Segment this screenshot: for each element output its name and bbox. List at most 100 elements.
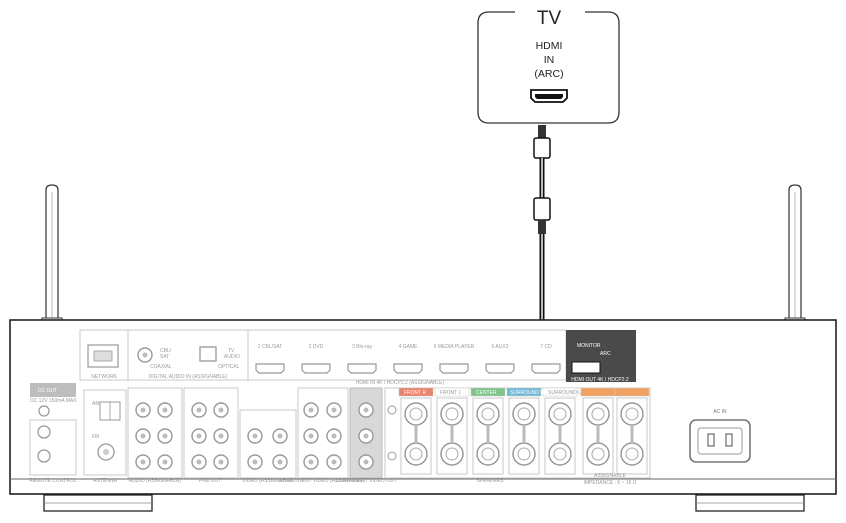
component-label: COMPONENT VIDEO (ASSIGNABLE) [279, 478, 365, 484]
tv-outline [477, 11, 620, 124]
surround-l-label: SURROUND L [548, 390, 581, 396]
speaker-terminal-inner [409, 407, 423, 421]
cable-boot-top [533, 137, 551, 159]
speaker-terminal-inner [625, 447, 639, 461]
speaker-terminal-inner [481, 447, 495, 461]
speaker-terminals [387, 387, 650, 475]
hdmi-in-label: HDMI IN 4K / HDCP2.2 (ASSIGNABLE) [356, 380, 445, 386]
am-label: AM [92, 401, 100, 407]
rca-jack-pin [162, 433, 168, 439]
pre-out-label: PRE OUT [199, 478, 221, 484]
hdmi-input-label: 2 DVD [309, 344, 324, 350]
rca-jack-pin [331, 433, 337, 439]
optical-mid: AUDIO [224, 354, 240, 360]
rca-jack-pin [162, 407, 168, 413]
cable-plug-mid [538, 220, 546, 234]
rca-jack-pin [363, 407, 369, 413]
speaker-channel-header [470, 387, 506, 397]
audio-label: AUDIO (ASSIGNABLE) [129, 478, 182, 484]
dc-out-sub: DC 12V 150mA MAX [30, 398, 77, 404]
speaker-terminal-inner [445, 407, 459, 421]
rca-jack-pin [218, 407, 224, 413]
speaker-terminal-inner [445, 447, 459, 461]
cable-boot-mid [533, 197, 551, 221]
rca-jacks [127, 387, 383, 479]
rca-jack-pin [140, 407, 146, 413]
hdmi-input-label: 5 MEDIA PLAYER [434, 344, 475, 350]
tv-hdmi-port-inner [535, 94, 563, 99]
rca-jack-pin [162, 459, 168, 465]
hdmi-input-label: 3 Blu-ray [352, 344, 373, 350]
monitor-label: MONITOR [577, 343, 601, 349]
speaker-channel-header [506, 387, 542, 397]
video-label: VIDEO (ASSIGNABLE) [242, 478, 294, 484]
hdmi-input-port [393, 363, 423, 374]
tv-port-label-3: (ARC) [534, 68, 563, 80]
hdmi-input-label: 6 AUX2 [492, 344, 509, 350]
rca-jack-pin [196, 407, 202, 413]
digital-audio-label: DIGITAL AUDIO IN (ASSIGNABLE) [149, 374, 228, 380]
optical-label: OPTICAL [218, 364, 240, 370]
rca-jack-pin [308, 407, 314, 413]
fm-label: FM [92, 434, 99, 440]
center-label: CENTER [476, 390, 497, 396]
hdmi-input-port [347, 363, 377, 374]
plus-marker-icon [387, 405, 397, 415]
optical-jack [199, 346, 217, 362]
speakers-label: SPEAKERS [477, 478, 505, 484]
assignable-label: ASSIGNABLE [594, 473, 626, 479]
tv-hdmi-port [530, 89, 568, 103]
rca-jack-pin [277, 433, 283, 439]
rca-jack-pin [277, 459, 283, 465]
speaker-channel-header [434, 387, 470, 397]
speaker-terminal-inner [625, 407, 639, 421]
tv: TV HDMI IN (ARC) [477, 8, 620, 124]
rca-jack-pin [140, 459, 146, 465]
coaxial-mid: SAT [160, 354, 169, 360]
rca-jack-pin [363, 433, 369, 439]
rca-jack-pin [331, 407, 337, 413]
hdmi-out-port [571, 361, 601, 374]
rca-jack-pin [196, 433, 202, 439]
front-r-label: FRONT R [404, 390, 427, 396]
dc-out-label: DC OUT [38, 388, 57, 394]
impedance-label: IMPEDANCE : 6 ~ 16 Ω [583, 480, 636, 486]
rca-jack-pin [252, 459, 258, 465]
hdmi-input-port [531, 363, 561, 374]
rca-jack-pin [308, 433, 314, 439]
surround-r-label: SURROUND R [510, 390, 544, 396]
speaker-terminal-inner [409, 447, 423, 461]
hdmi-input-label: 7 CD [540, 344, 552, 350]
rca-jack-pin [218, 433, 224, 439]
video-panel [239, 409, 297, 479]
minus-marker-icon [387, 451, 397, 461]
speaker-terminal-inner [591, 407, 605, 421]
network-label: NETWORK [91, 374, 117, 380]
antenna-label: ANTENNA [93, 478, 118, 484]
video-out-label: COMPONENT VIDEO OUT [335, 478, 396, 484]
speaker-terminal-inner [553, 447, 567, 461]
speaker-terminal-inner [517, 407, 531, 421]
rca-jack-pin [140, 433, 146, 439]
tv-port-label-1: HDMI [536, 40, 563, 52]
speaker-channel-header [542, 387, 578, 397]
arc-label: ARC [600, 351, 611, 357]
rca-jack-pin [218, 459, 224, 465]
hdmi-input-port [301, 363, 331, 374]
hdmi-input-port [255, 363, 285, 374]
ac-in-label: AC IN [713, 409, 727, 415]
remote-label: REMOTE CONTROL [29, 478, 76, 484]
front-l-label: FRONT L [440, 390, 462, 396]
speaker-channel-header [398, 387, 434, 397]
rca-jack-pin [308, 459, 314, 465]
hdmi-out-label: HDMI OUT 4K / HDCP2.2 [571, 377, 629, 383]
rca-jack-pin [363, 459, 369, 465]
tv-title: TV [537, 8, 562, 29]
speaker-channel-header [580, 387, 616, 397]
speaker-terminal-inner [481, 407, 495, 421]
speaker-terminal-inner [591, 447, 605, 461]
rca-jack-pin [252, 433, 258, 439]
speaker-terminal-inner [517, 447, 531, 461]
